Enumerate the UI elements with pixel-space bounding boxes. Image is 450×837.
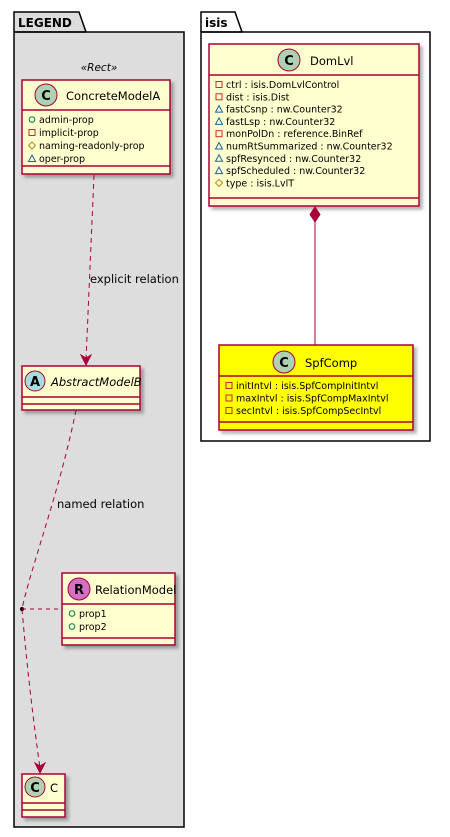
- public-visibility-icon: [68, 623, 76, 630]
- package-visibility-icon: [214, 141, 224, 150]
- concrete-model-attributes: admin-prop implicit-prop naming-readonly-p…: [27, 115, 145, 165]
- class-badge-icon: [34, 83, 58, 107]
- concrete-model-class[interactable]: C ConcreteModelA admin-prop implicit-prop…: [21, 79, 171, 175]
- relation-badge-icon: [67, 577, 91, 601]
- attribute-row: initIntvl : isis.SpfCompInitIntvl: [236, 381, 378, 392]
- class-c-badge-icon: [24, 776, 46, 798]
- attribute-row: naming-readonly-prop: [39, 141, 145, 152]
- composition-link: [309, 206, 321, 345]
- abstract-model-name: AbstractModelB: [50, 375, 142, 389]
- private-visibility-icon: [28, 129, 36, 136]
- attribute-row: maxIntvl : isis.SpfCompMaxIntvl: [236, 394, 389, 405]
- spfcomp-attributes: initIntvl : isis.SpfCompInitIntvl maxIntv…: [225, 381, 389, 417]
- domlvl-badge-icon: [277, 48, 301, 72]
- legend-stereotype: «Rect»: [81, 62, 118, 74]
- attribute-row: spfResynced : nw.Counter32: [226, 154, 361, 165]
- private-visibility-icon: [215, 130, 223, 138]
- package-visibility-icon: [214, 116, 224, 125]
- relation-model-attributes: prop1 prop2: [68, 609, 107, 633]
- attribute-row: secIntvl : isis.SpfCompSecIntvl: [236, 406, 381, 417]
- svg-text:A: A: [30, 375, 40, 390]
- explicit-relation-arrow: explicit relation: [79, 174, 179, 367]
- package-visibility-icon: [27, 153, 37, 162]
- attribute-row: spfScheduled : nw.Counter32: [226, 166, 365, 177]
- protected-visibility-icon: [214, 178, 224, 188]
- domlvl-name: DomLvl: [310, 54, 354, 68]
- private-visibility-icon: [225, 394, 233, 402]
- attribute-row: prop1: [79, 609, 107, 620]
- attribute-row: monPolDn : reference.BinRef: [226, 129, 363, 140]
- private-visibility-icon: [225, 382, 233, 389]
- package-visibility-icon: [214, 104, 224, 113]
- protected-visibility-icon: [27, 141, 37, 150]
- legend-package-title: LEGEND: [18, 16, 72, 30]
- isis-package-title: isis: [205, 16, 228, 30]
- spfcomp-class[interactable]: C SpfComp initIntvl : isis.SpfCompInitIn…: [218, 344, 414, 431]
- attribute-row: type : isis.LvlT: [226, 178, 294, 189]
- relation-model-name: RelationModel: [95, 583, 176, 597]
- abstract-badge-icon: [24, 370, 46, 392]
- svg-text:C: C: [279, 356, 289, 371]
- attribute-row: oper-prop: [39, 154, 85, 165]
- attribute-row: fastLsp : nw.Counter32: [226, 117, 335, 128]
- svg-text:C: C: [30, 781, 40, 796]
- package-visibility-icon: [214, 166, 224, 175]
- named-relation-label: named relation: [57, 497, 144, 511]
- attribute-row: prop2: [79, 622, 107, 633]
- concrete-model-name: ConcreteModelA: [66, 89, 160, 103]
- attribute-row: numRtSummarized : nw.Counter32: [226, 142, 393, 153]
- svg-text:C: C: [41, 89, 51, 104]
- spfcomp-badge-icon: [272, 350, 296, 374]
- attribute-row: fastCsnp : nw.Counter32: [226, 105, 343, 116]
- svg-text:R: R: [74, 583, 84, 598]
- named-relation-arrow: named relation: [20, 409, 144, 775]
- attribute-row: dist : isis.Dist: [226, 92, 290, 103]
- private-visibility-icon: [225, 407, 233, 414]
- attribute-row: admin-prop: [39, 115, 94, 126]
- class-c[interactable]: C C: [21, 773, 66, 818]
- attribute-row: ctrl : isis.DomLvlControl: [226, 80, 339, 91]
- private-visibility-icon: [215, 81, 223, 88]
- attribute-row: implicit-prop: [39, 128, 99, 139]
- svg-text:C: C: [284, 54, 294, 69]
- abstract-model-class[interactable]: A AbstractModelB: [21, 365, 142, 411]
- class-c-name: C: [50, 781, 58, 795]
- package-visibility-icon: [214, 153, 224, 162]
- explicit-relation-label: explicit relation: [90, 272, 179, 286]
- spfcomp-name: SpfComp: [305, 356, 357, 370]
- private-visibility-icon: [215, 93, 223, 101]
- public-visibility-icon: [68, 610, 76, 617]
- relation-model-class[interactable]: R RelationModel prop1 prop2: [61, 572, 176, 646]
- public-visibility-icon: [28, 116, 36, 123]
